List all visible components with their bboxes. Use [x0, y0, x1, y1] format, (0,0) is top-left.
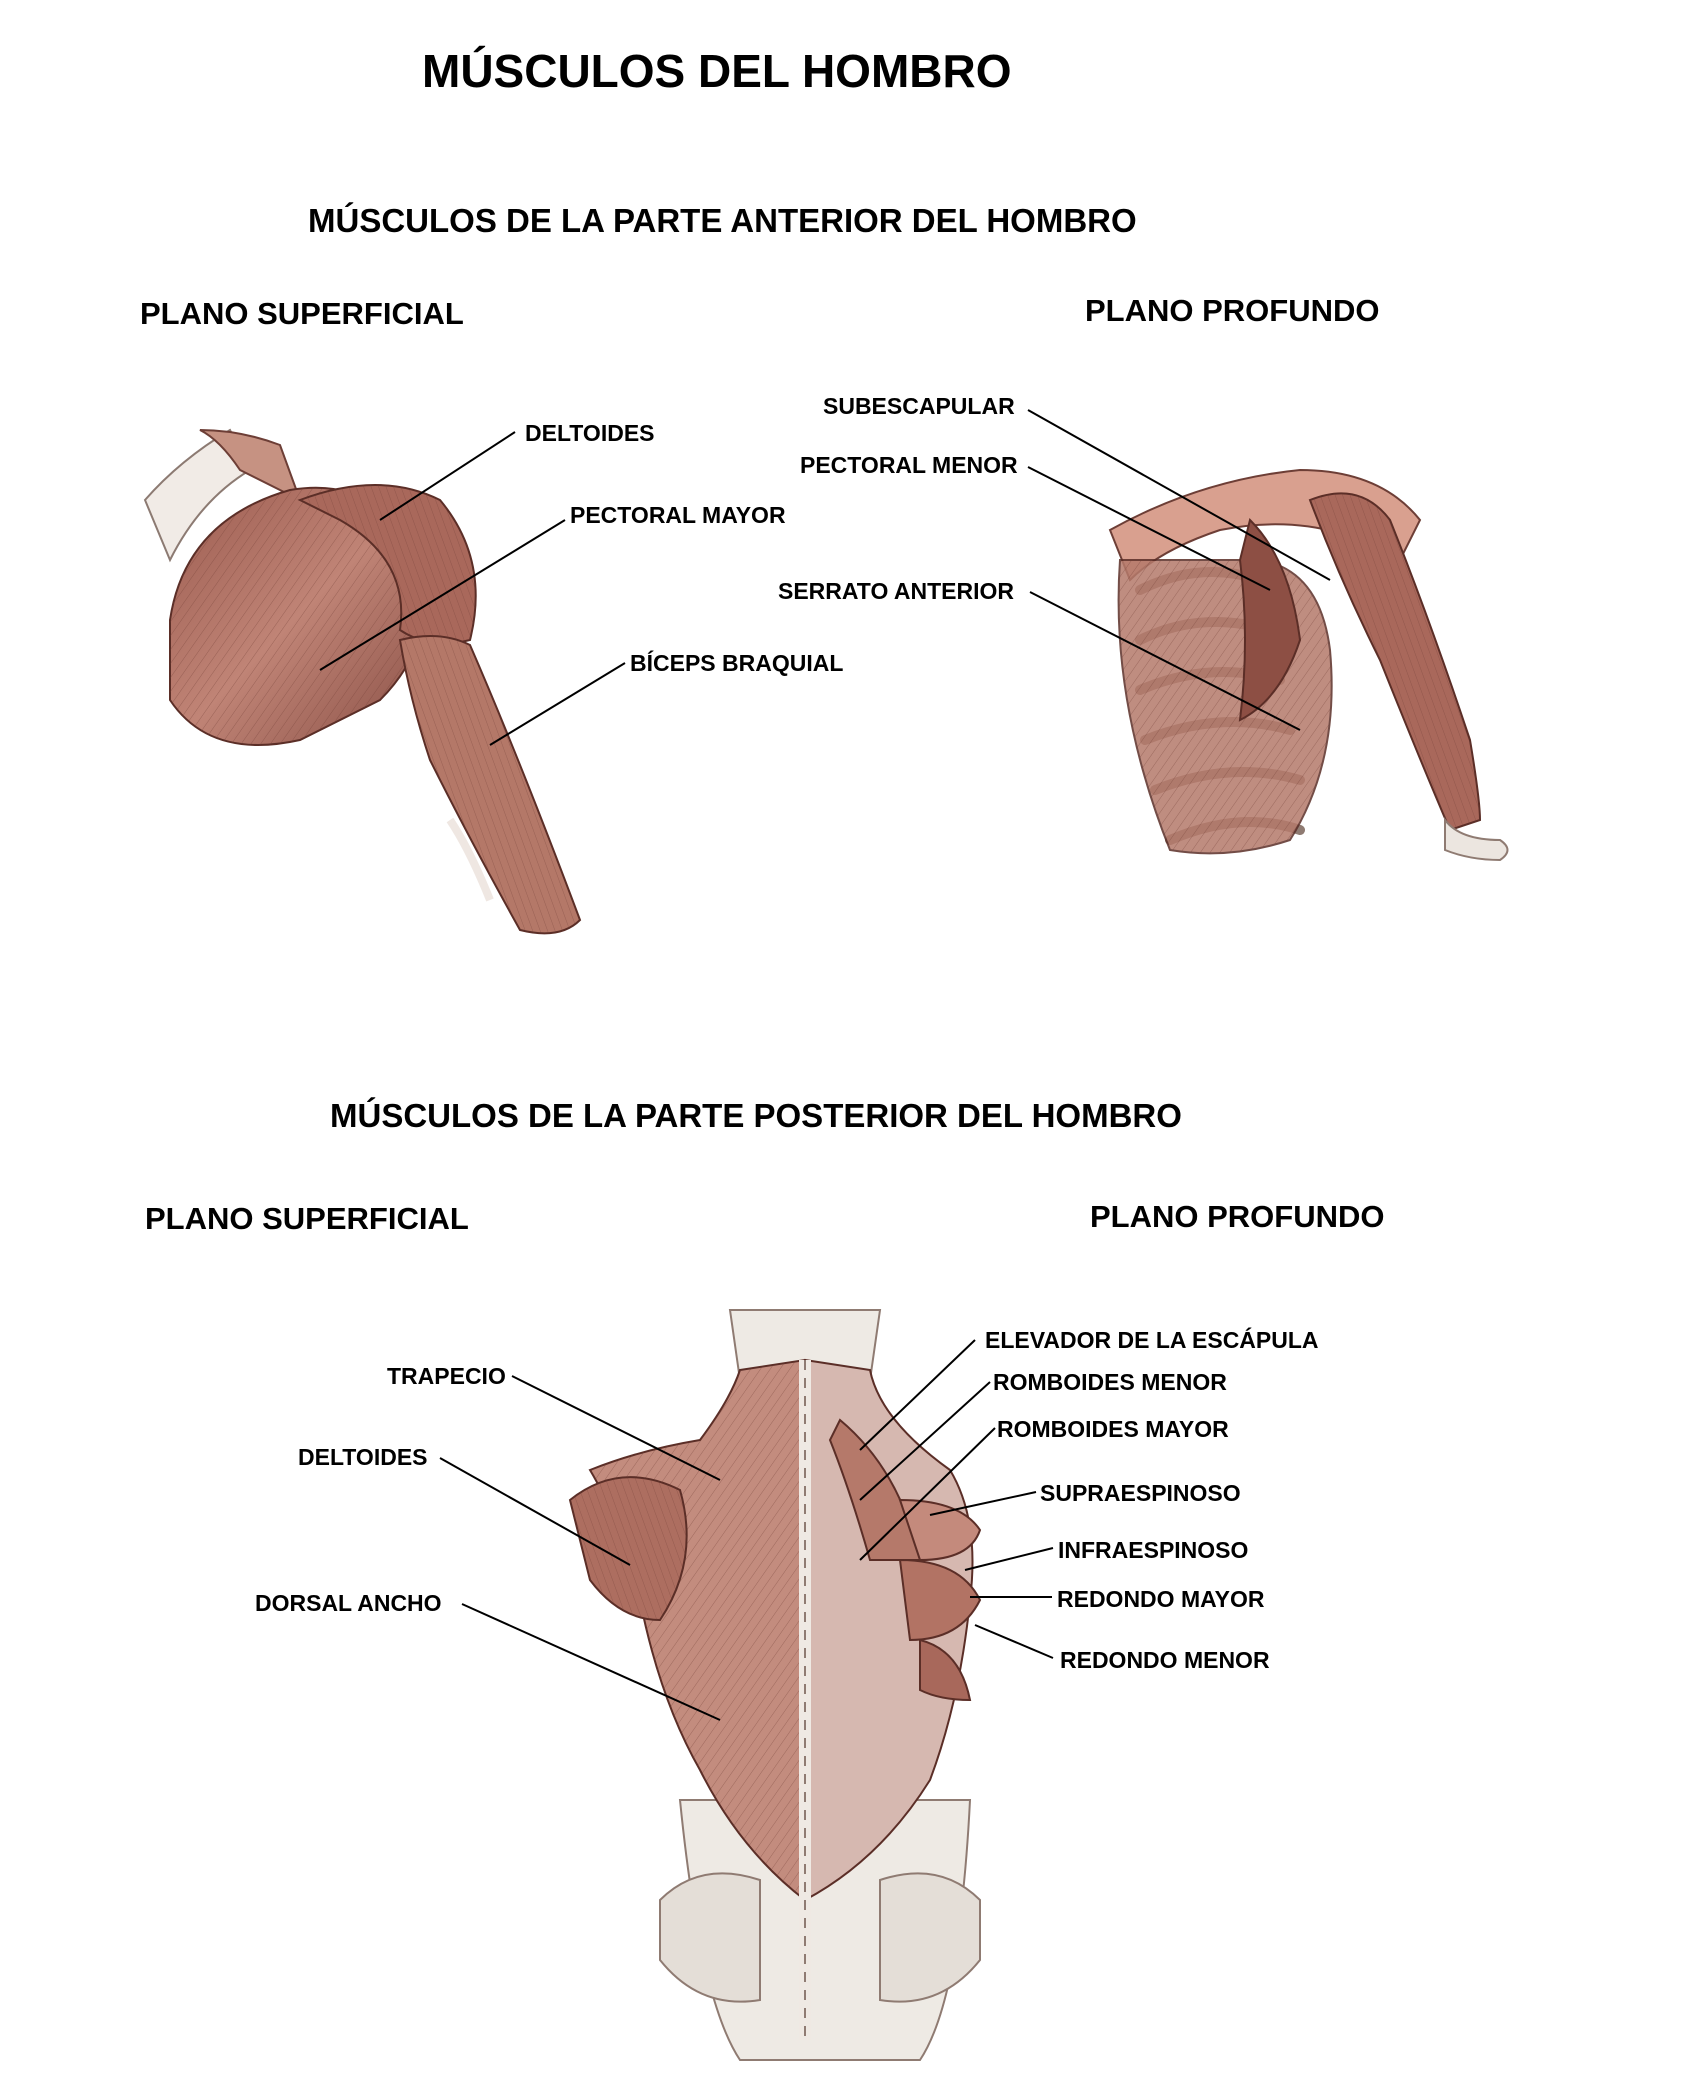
- label-subescapular: SUBESCAPULAR: [823, 393, 1015, 419]
- posterior-heading: MÚSCULOS DE LA PARTE POSTERIOR DEL HOMBR…: [330, 1097, 1182, 1134]
- label-dorsal-ancho: DORSAL ANCHO: [255, 1590, 442, 1616]
- label-romboides-menor: ROMBOIDES MENOR: [993, 1369, 1227, 1395]
- label-trapecio: TRAPECIO: [387, 1363, 506, 1389]
- label-pectoral-mayor: PECTORAL MAYOR: [570, 502, 786, 528]
- anterior-heading: MÚSCULOS DE LA PARTE ANTERIOR DEL HOMBRO: [308, 202, 1137, 239]
- anterior-superficial-heading: PLANO SUPERFICIAL: [140, 296, 464, 331]
- label-serrato-anterior: SERRATO ANTERIOR: [778, 578, 1014, 604]
- label-redondo-mayor: REDONDO MAYOR: [1057, 1586, 1265, 1612]
- anterior-profundo-heading: PLANO PROFUNDO: [1085, 293, 1380, 328]
- posterior-illustration: [568, 1309, 982, 2061]
- label-pectoral-menor: PECTORAL MENOR: [800, 452, 1018, 478]
- label-deltoides-anterior: DELTOIDES: [525, 420, 655, 446]
- page-title: MÚSCULOS DEL HOMBRO: [422, 45, 1012, 97]
- posterior-profundo-heading: PLANO PROFUNDO: [1090, 1199, 1385, 1234]
- leader-lines: [319, 409, 1331, 1721]
- label-deltoides-posterior: DELTOIDES: [298, 1444, 428, 1470]
- label-romboides-mayor: ROMBOIDES MAYOR: [997, 1416, 1229, 1442]
- anterior-superficial-illustration: [143, 428, 582, 935]
- label-infraespinoso: INFRAESPINOSO: [1058, 1537, 1249, 1563]
- label-elevador-escapula: ELEVADOR DE LA ESCÁPULA: [985, 1327, 1319, 1353]
- label-biceps-braquial: BÍCEPS BRAQUIAL: [630, 650, 844, 676]
- anterior-profundo-illustration: [1108, 468, 1509, 862]
- label-supraespinoso: SUPRAESPINOSO: [1040, 1480, 1241, 1506]
- label-redondo-menor: REDONDO MENOR: [1060, 1647, 1270, 1673]
- posterior-superficial-heading: PLANO SUPERFICIAL: [145, 1201, 469, 1236]
